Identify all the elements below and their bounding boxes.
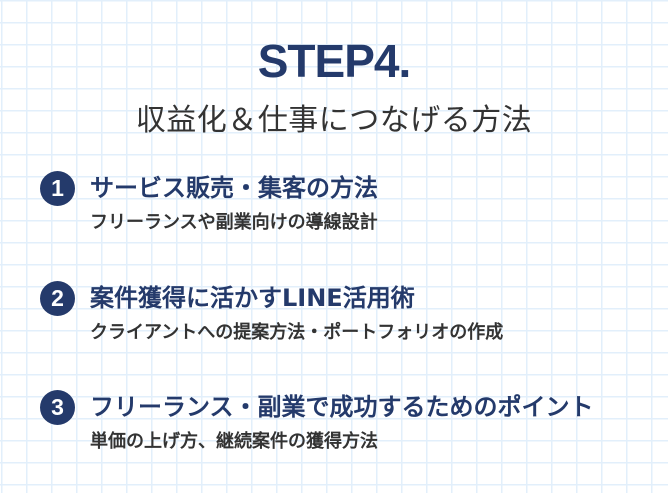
number-badge-icon: 3 [40,390,75,425]
item-description: フリーランスや副業向けの導線設計 [90,212,378,233]
item-description: クライアントへの提案方法・ポートフォリオの作成 [90,322,504,343]
section-subtitle: 収益化＆仕事につなげる方法 [135,103,533,138]
number-badge-icon: 2 [40,281,75,316]
step-heading: STEP4. [257,35,412,87]
item-title: フリーランス・副業で成功するためのポイント [90,393,594,421]
item-title: サービス販売・集客の方法 [90,174,378,202]
number-badge-icon: 1 [40,171,75,206]
item-description: 単価の上げ方、継続案件の獲得方法 [90,431,378,452]
item-title: 案件獲得に活かすLINE活用術 [90,284,415,312]
